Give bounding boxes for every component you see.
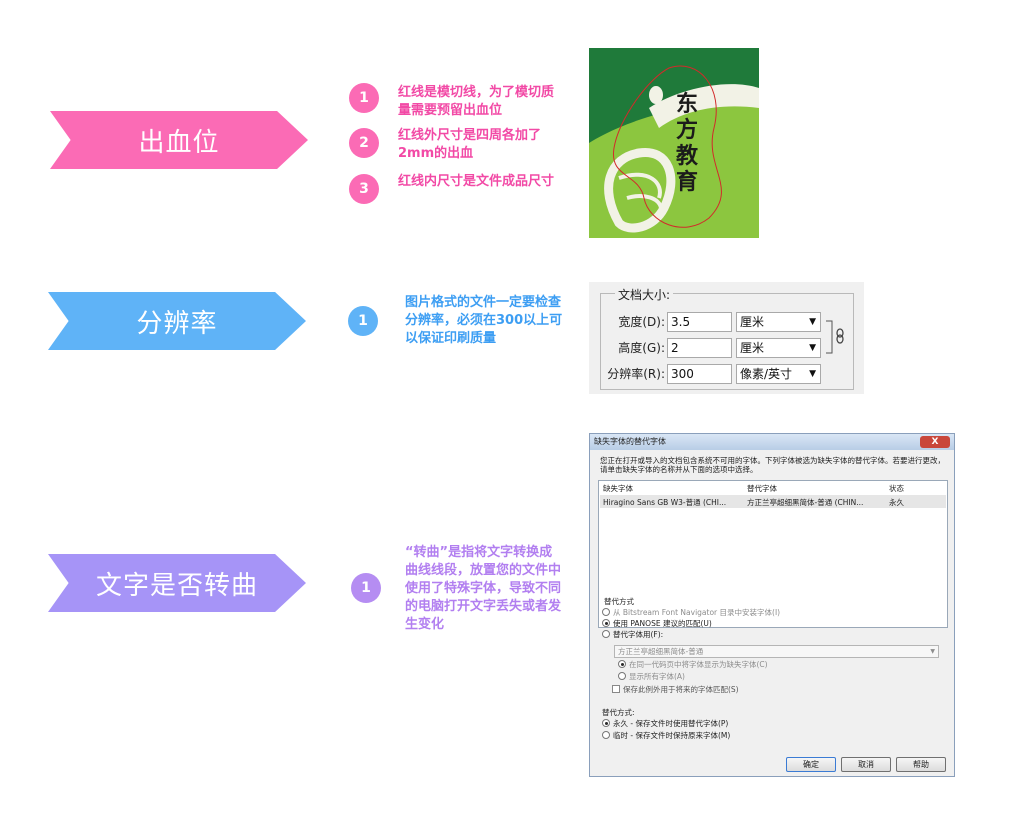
option-temporary[interactable]: 临时 - 保存文件时保持原来字体(M) bbox=[602, 731, 730, 741]
option-save-exception-label: 保存此例外用于将来的字体匹配(S) bbox=[623, 685, 739, 694]
step-number: 3 bbox=[349, 174, 379, 204]
option-same-codepage-label: 在同一代码页中将字体显示为缺失字体(C) bbox=[629, 660, 768, 669]
resolution-row: 分辨率(R): bbox=[589, 364, 665, 384]
close-button[interactable]: X bbox=[920, 436, 950, 448]
dialog-title-text: 缺失字体的替代字体 bbox=[594, 437, 666, 446]
font-table: 缺失字体 替代字体 状态 Hiragino Sans GB W3-普通 (CHI… bbox=[598, 480, 948, 628]
logo-artwork bbox=[589, 48, 759, 238]
radio-panose[interactable] bbox=[602, 619, 610, 627]
resolution-unit-select[interactable]: 像素/英寸 ▼ bbox=[736, 364, 821, 384]
height-row: 高度(G): bbox=[589, 338, 665, 358]
radio-same-codepage[interactable] bbox=[618, 660, 626, 668]
checkbox-save-exception[interactable] bbox=[612, 685, 620, 693]
step-number: 1 bbox=[351, 573, 381, 603]
missing-font-dialog: 缺失字体的替代字体 X 您正在打开或导入的文档包含系统不可用的字体。下列字体被选… bbox=[589, 433, 955, 777]
step-number: 2 bbox=[349, 128, 379, 158]
radio-permanent[interactable] bbox=[602, 719, 610, 727]
missing-font-cell: Hiragino Sans GB W3-普通 (CHI... bbox=[603, 498, 727, 507]
height-unit-value: 厘米 bbox=[740, 341, 765, 355]
option-save-exception[interactable]: 保存此例外用于将来的字体匹配(S) bbox=[612, 685, 739, 695]
substitution-group-label: 替代方式 bbox=[604, 597, 634, 606]
resolution-label: 分辨率(R): bbox=[607, 367, 665, 381]
option-navigator[interactable]: 从 Bitstream Font Navigator 目录中安装字体(I) bbox=[602, 608, 780, 618]
column-header-substitute[interactable]: 替代字体 bbox=[747, 484, 777, 493]
status-cell: 永久 bbox=[889, 498, 904, 507]
chain-link-icon[interactable] bbox=[824, 320, 850, 354]
option-temporary-label: 临时 - 保存文件时保持原来字体(M) bbox=[613, 731, 731, 740]
dropdown-arrow-icon: ▼ bbox=[809, 343, 816, 353]
width-unit-select[interactable]: 厘米 ▼ bbox=[736, 312, 821, 332]
banner-label: 分辨率 bbox=[136, 308, 218, 339]
logo-image: 东方教育 bbox=[589, 48, 759, 238]
option-panose-label: 使用 PANOSE 建议的匹配(U) bbox=[613, 619, 712, 628]
dialog-title: 缺失字体的替代字体 bbox=[590, 434, 954, 450]
option-show-all[interactable]: 显示所有字体(A) bbox=[618, 672, 685, 682]
height-label: 高度(G): bbox=[618, 341, 665, 355]
ok-button[interactable]: 确定 bbox=[786, 757, 836, 772]
resolution-unit-value: 像素/英寸 bbox=[740, 367, 793, 381]
column-header-status[interactable]: 状态 bbox=[889, 484, 904, 493]
radio-temporary[interactable] bbox=[602, 731, 610, 739]
banner-outline-text: 文字是否转曲 bbox=[48, 554, 306, 612]
banner-label: 文字是否转曲 bbox=[95, 570, 258, 601]
document-size-panel: 文档大小: 宽度(D): 3.5 厘米 ▼ 高度(G): 2 厘米 ▼ 分辨率(… bbox=[589, 282, 864, 394]
option-replace-label: 替代字体用(F): bbox=[613, 630, 664, 639]
width-unit-value: 厘米 bbox=[740, 315, 765, 329]
option-replace-font[interactable]: 替代字体用(F): bbox=[602, 630, 663, 640]
banner-resolution: 分辨率 bbox=[48, 292, 306, 350]
cancel-button[interactable]: 取消 bbox=[841, 757, 891, 772]
banner-bleed: 出血位 bbox=[50, 111, 308, 169]
column-header-missing[interactable]: 缺失字体 bbox=[603, 484, 633, 493]
height-unit-select[interactable]: 厘米 ▼ bbox=[736, 338, 821, 358]
radio-navigator[interactable] bbox=[602, 608, 610, 616]
radio-replace-font[interactable] bbox=[602, 630, 610, 638]
replacement-font-value: 方正兰亭超细黑简体-普通 bbox=[618, 647, 704, 656]
option-panose[interactable]: 使用 PANOSE 建议的匹配(U) bbox=[602, 619, 712, 629]
option-permanent-label: 永久 - 保存文件时使用替代字体(P) bbox=[613, 719, 729, 728]
step-number: 1 bbox=[348, 306, 378, 336]
logo-text: 东方教育 bbox=[675, 92, 698, 195]
note-text: 红线是模切线，为了模切质量需要预留出血位 bbox=[398, 85, 555, 118]
resolution-input[interactable]: 300 bbox=[667, 364, 732, 384]
table-row[interactable]: Hiragino Sans GB W3-普通 (CHI... 方正兰亭超细黑简体… bbox=[600, 495, 946, 508]
radio-show-all[interactable] bbox=[618, 672, 626, 680]
dialog-description: 您正在打开或导入的文档包含系统不可用的字体。下列字体被选为缺失字体的替代字体。若… bbox=[600, 456, 945, 474]
note-text: “转曲”是指将文字转换成曲线线段，放置您的文件中使用了特殊字体，导致不同的电脑打… bbox=[405, 545, 562, 632]
dropdown-arrow-icon: ▼ bbox=[809, 369, 816, 379]
option-permanent[interactable]: 永久 - 保存文件时使用替代字体(P) bbox=[602, 719, 728, 729]
dropdown-arrow-icon: ▼ bbox=[809, 317, 816, 327]
note-text: 图片格式的文件一定要检查分辨率，必须在300以上可以保证印刷质量 bbox=[405, 295, 563, 346]
note-text: 红线内尺寸是文件成品尺寸 bbox=[398, 174, 555, 189]
help-button[interactable]: 帮助 bbox=[896, 757, 946, 772]
option-navigator-label: 从 Bitstream Font Navigator 目录中安装字体(I) bbox=[613, 608, 781, 617]
width-input[interactable]: 3.5 bbox=[667, 312, 732, 332]
banner-label: 出血位 bbox=[138, 127, 220, 158]
substitution-mode-label: 替代方式: bbox=[602, 708, 635, 717]
document-size-frame bbox=[600, 293, 854, 390]
option-same-codepage[interactable]: 在同一代码页中将字体显示为缺失字体(C) bbox=[618, 660, 768, 670]
height-input[interactable]: 2 bbox=[667, 338, 732, 358]
dropdown-arrow-icon: ▼ bbox=[930, 648, 935, 655]
option-show-all-label: 显示所有字体(A) bbox=[629, 672, 685, 681]
width-label: 宽度(D): bbox=[618, 315, 665, 329]
substitute-font-cell: 方正兰亭超细黑简体-普通 (CHIN... bbox=[747, 498, 864, 507]
width-row: 宽度(D): bbox=[589, 312, 665, 332]
document-size-legend: 文档大小: bbox=[615, 286, 674, 303]
replacement-font-select[interactable]: 方正兰亭超细黑简体-普通 ▼ bbox=[614, 645, 939, 658]
note-text: 红线外尺寸是四周各加了2mm的出血 bbox=[398, 128, 542, 161]
step-number: 1 bbox=[349, 83, 379, 113]
